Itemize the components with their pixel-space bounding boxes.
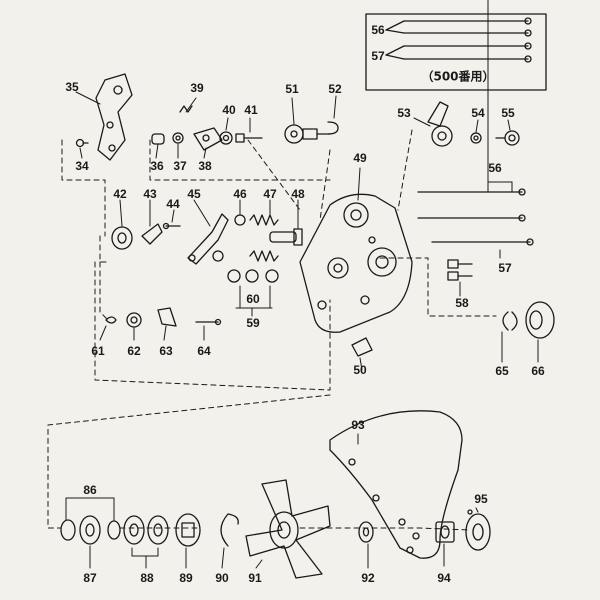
part-38-link — [193, 127, 223, 151]
callout-37: 37 — [173, 159, 187, 173]
callout-51: 51 — [285, 82, 299, 96]
part-51-gear-knob — [284, 124, 331, 144]
callout-65: 65 — [495, 364, 509, 378]
part-65-retainer — [502, 311, 518, 331]
callout-94: 94 — [437, 571, 451, 585]
part-41-screw — [235, 133, 263, 143]
callout-55: 55 — [501, 106, 515, 120]
callout-39: 39 — [190, 81, 204, 95]
part-37-washer — [172, 132, 184, 144]
callout-62: 62 — [127, 344, 141, 358]
callout-57-inset: 57 — [371, 49, 385, 63]
part-44-pin — [162, 222, 181, 230]
part-53-lever-knob — [427, 101, 453, 147]
part-88-drag-washers — [123, 515, 169, 545]
callout-93: 93 — [351, 418, 365, 432]
part-56-57-long-pins — [417, 188, 534, 246]
part-94-nut — [435, 521, 455, 543]
callout-60: 60 — [246, 292, 260, 306]
part-64-shaft-pin — [195, 318, 222, 326]
callout-90: 90 — [215, 571, 229, 585]
callout-58: 58 — [455, 296, 469, 310]
callout-52: 52 — [328, 82, 342, 96]
part-86-87-washers — [60, 515, 121, 545]
inset-note: （500番用） — [421, 69, 495, 84]
part-95-gear-cap — [465, 509, 491, 551]
callout-43: 43 — [143, 187, 157, 201]
part-49-side-plate — [299, 193, 413, 333]
callout-57: 57 — [498, 261, 512, 275]
callout-59: 59 — [246, 316, 260, 330]
part-39-spring — [179, 105, 193, 113]
inset-long-pins — [385, 17, 532, 63]
part-40-washer — [219, 131, 233, 145]
callout-56-inset: 56 — [371, 23, 385, 37]
part-42-bearing — [111, 226, 133, 250]
part-55-cap-screw — [495, 130, 520, 146]
callout-47: 47 — [263, 187, 277, 201]
part-34-screw — [75, 138, 89, 148]
part-46-washer — [212, 214, 246, 262]
callout-40: 40 — [222, 103, 236, 117]
part-58-screws — [447, 259, 473, 281]
part-50-clip — [351, 337, 373, 357]
callout-95: 95 — [474, 492, 488, 506]
part-47-springs — [249, 214, 279, 262]
callout-41: 41 — [244, 103, 258, 117]
callout-53: 53 — [397, 106, 411, 120]
callout-46: 46 — [233, 187, 247, 201]
part-62-bushing — [126, 312, 142, 328]
part-43-pawl — [141, 223, 163, 245]
leader-lines — [65, 0, 539, 569]
callout-63: 63 — [159, 344, 173, 358]
callout-56: 56 — [488, 161, 502, 175]
part-89-square-washer — [175, 513, 201, 547]
part-36-bushing — [151, 133, 165, 145]
callout-91: 91 — [248, 571, 262, 585]
callout-66: 66 — [531, 364, 545, 378]
callout-61: 61 — [91, 344, 105, 358]
part-66-gear — [525, 301, 555, 339]
callout-45: 45 — [187, 187, 201, 201]
callout-44: 44 — [166, 197, 180, 211]
callout-50: 50 — [353, 363, 367, 377]
callout-34: 34 — [75, 159, 89, 173]
part-91-star-handle — [245, 479, 331, 579]
callout-88: 88 — [140, 571, 154, 585]
part-93-brake-plate — [329, 410, 463, 559]
callout-48: 48 — [291, 187, 305, 201]
callout-54: 54 — [471, 106, 485, 120]
part-90-circlip — [220, 513, 239, 547]
part-92-washer — [358, 521, 374, 543]
callout-92: 92 — [361, 571, 375, 585]
inset-box — [365, 13, 547, 91]
part-52-clip — [327, 121, 339, 135]
part-60-rollers — [227, 269, 279, 283]
assembly-guide-lines — [47, 129, 497, 531]
callout-42: 42 — [113, 187, 127, 201]
callout-64: 64 — [197, 344, 211, 358]
callout-36: 36 — [150, 159, 164, 173]
part-61-clip — [105, 316, 117, 324]
part-63-dog — [157, 307, 177, 327]
part-54-washer — [470, 132, 482, 144]
part-48-plunger — [269, 228, 303, 246]
callout-86: 86 — [83, 483, 97, 497]
callout-38: 38 — [198, 159, 212, 173]
callout-89: 89 — [179, 571, 193, 585]
callout-49: 49 — [353, 151, 367, 165]
callout-87: 87 — [83, 571, 97, 585]
callout-35: 35 — [65, 80, 79, 94]
part-35-lever-frame — [95, 73, 133, 161]
part-45-lever — [187, 213, 229, 265]
